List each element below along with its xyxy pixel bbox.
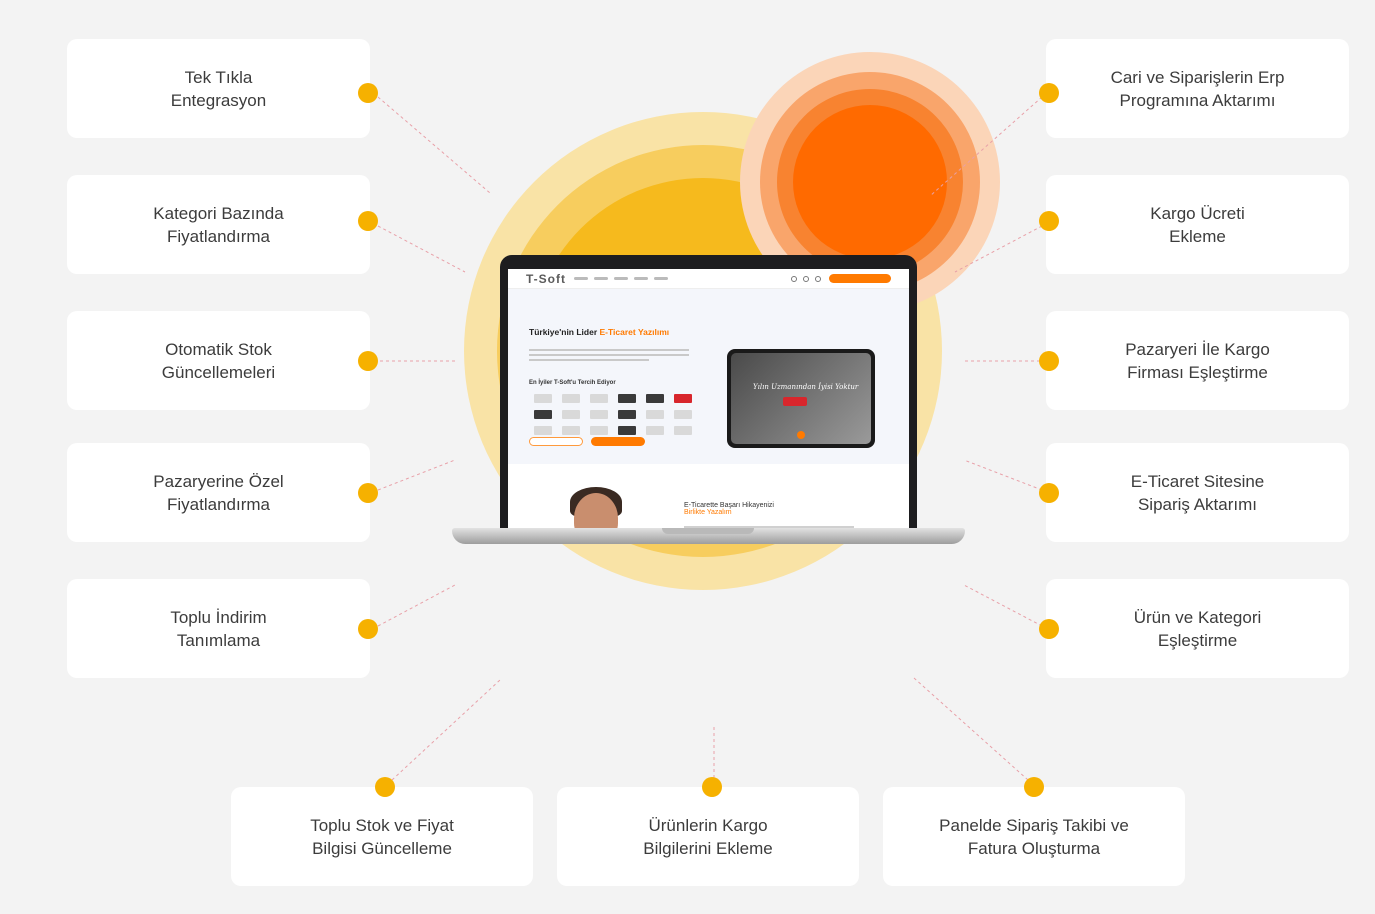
feature-dot-icon <box>358 619 378 639</box>
connector-line <box>913 677 1029 781</box>
connector-line <box>377 96 491 194</box>
feature-card: Ürünlerin Kargo Bilgilerini Ekleme <box>557 787 859 886</box>
connector-line <box>391 679 501 781</box>
site-cta-button <box>829 274 891 283</box>
feature-dot-icon <box>702 777 722 797</box>
feature-card: Panelde Sipariş Takibi ve Fatura Oluştur… <box>883 787 1185 886</box>
feature-card: Otomatik Stok Güncellemeleri <box>67 311 370 410</box>
feature-dot-icon <box>358 211 378 231</box>
connector-line <box>963 584 1043 627</box>
feature-card: Toplu İndirim Tanımlama <box>67 579 370 678</box>
feature-dot-icon <box>1039 351 1059 371</box>
feature-card: Pazaryerine Özel Fiyatlandırma <box>67 443 370 542</box>
site-outline-button <box>529 437 583 446</box>
feature-label: Kategori Bazında Fiyatlandırma <box>153 203 284 246</box>
feature-dot-icon <box>1039 619 1059 639</box>
feature-label: Cari ve Siparişlerin Erp Programına Akta… <box>1110 67 1285 110</box>
tablet-mockup: Yılın Uzmanından İyisi Yoktur <box>727 349 875 448</box>
feature-label: Ürünlerin Kargo Bilgilerini Ekleme <box>643 815 773 858</box>
laptop-base <box>452 528 965 544</box>
feature-label: Toplu Stok ve Fiyat Bilgisi Güncelleme <box>310 815 454 858</box>
feature-dot-icon <box>1039 83 1059 103</box>
feature-dot-icon <box>358 83 378 103</box>
connector-line <box>377 584 456 627</box>
tablet-badge <box>783 397 807 406</box>
avatar <box>574 493 618 528</box>
site-logo: T-Soft <box>526 271 566 286</box>
feature-card: Cari ve Siparişlerin Erp Programına Akta… <box>1046 39 1349 138</box>
feature-card: Ürün ve Kategori Eşleştirme <box>1046 579 1349 678</box>
feature-label: Panelde Sipariş Takibi ve Fatura Oluştur… <box>939 815 1129 858</box>
connector-line <box>929 96 1043 197</box>
feature-card: Kargo Ücreti Ekleme <box>1046 175 1349 274</box>
site-nav: T-Soft <box>508 269 909 289</box>
story-text-lines <box>684 526 854 528</box>
feature-dot-icon <box>358 351 378 371</box>
hero-subtitle: En İyiler T-Soft'u Tercih Ediyor <box>529 380 616 386</box>
hero-title: Türkiye'nin Lider E-Ticaret Yazılımı <box>529 327 670 337</box>
feature-card: Pazaryeri İle Kargo Firması Eşleştirme <box>1046 311 1349 410</box>
feature-label: Ürün ve Kategori Eşleştirme <box>1133 607 1262 650</box>
client-logo-grid <box>534 394 692 435</box>
feature-label: Otomatik Stok Güncellemeleri <box>161 339 276 382</box>
connector-line <box>954 225 1043 273</box>
feature-label: Tek Tıkla Entegrasyon <box>170 67 267 110</box>
feature-label: Kargo Ücreti Ekleme <box>1150 203 1245 246</box>
connector-line <box>963 459 1043 491</box>
site-filled-button <box>591 437 645 446</box>
feature-label: Pazaryerine Özel Fiyatlandırma <box>153 471 284 514</box>
orange-glow-core <box>793 105 947 259</box>
laptop-display: T-Soft Türkiye'nin Lider E-Ticaret Yazıl… <box>508 269 909 528</box>
user-icon <box>791 275 797 282</box>
feature-dot-icon <box>1039 211 1059 231</box>
search-icon <box>803 275 809 282</box>
feature-label: Pazaryeri İle Kargo Firması Eşleştirme <box>1125 339 1270 382</box>
feature-dot-icon <box>1024 777 1044 797</box>
feature-label: E-Ticaret Sitesine Sipariş Aktarımı <box>1130 471 1265 514</box>
tablet-caption: Yılın Uzmanından İyisi Yoktur <box>753 383 859 391</box>
feature-dot-icon <box>375 777 395 797</box>
play-icon <box>797 431 805 439</box>
connector-line <box>377 459 456 491</box>
hero-text-lines <box>529 349 689 364</box>
feature-label: Toplu İndirim Tanımlama <box>170 607 267 650</box>
phone-icon <box>815 275 821 282</box>
site-hero: Türkiye'nin Lider E-Ticaret Yazılımı En … <box>508 289 909 464</box>
feature-dot-icon <box>358 483 378 503</box>
feature-dot-icon <box>1039 483 1059 503</box>
feature-card: Kategori Bazında Fiyatlandırma <box>67 175 370 274</box>
feature-card: E-Ticaret Sitesine Sipariş Aktarımı <box>1046 443 1349 542</box>
laptop: T-Soft Türkiye'nin Lider E-Ticaret Yazıl… <box>500 255 917 528</box>
site-menu <box>574 277 668 280</box>
feature-card: Tek Tıkla Entegrasyon <box>67 39 370 138</box>
feature-card: Toplu Stok ve Fiyat Bilgisi Güncelleme <box>231 787 533 886</box>
connector-line <box>377 225 466 273</box>
laptop-notch <box>662 528 754 534</box>
